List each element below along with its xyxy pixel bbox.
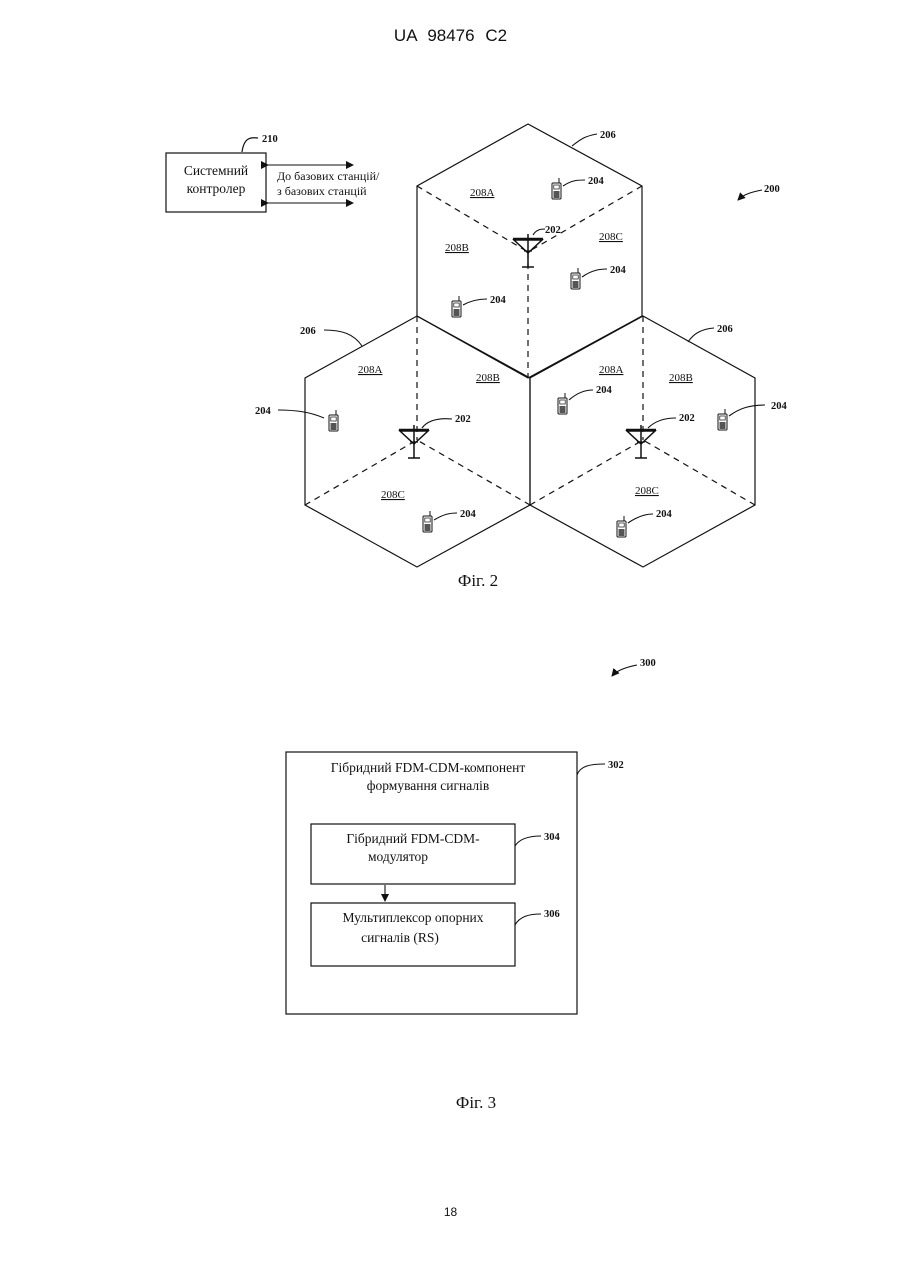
page-number: 18	[0, 1205, 901, 1219]
ref-204: 204	[771, 401, 788, 412]
figure-2: Системний контролер 210 До базових станц…	[166, 124, 788, 590]
ref-204: 204	[596, 385, 613, 396]
mobile-terminal-icon	[558, 393, 567, 414]
leader-line	[434, 513, 457, 520]
leader-line	[648, 418, 676, 428]
leader-line	[422, 419, 452, 428]
mobile-terminal-icon	[423, 511, 432, 532]
ref-206: 206	[300, 326, 316, 337]
leader-line	[628, 514, 653, 523]
ref-202: 202	[545, 225, 561, 236]
sector-label: 208A	[470, 187, 495, 199]
figure-2-caption: Фіг. 2	[458, 571, 498, 590]
leader-line	[582, 269, 607, 277]
ref-206: 206	[717, 324, 733, 335]
system-controller-line2: контролер	[187, 181, 246, 196]
ref-204: 204	[656, 509, 673, 520]
figure-3: 300 Гібридний FDM-CDM-компонент формуван…	[286, 658, 656, 1112]
ref-204: 204	[490, 295, 507, 306]
leader-line	[577, 764, 605, 775]
mobile-terminal-icon	[571, 268, 580, 289]
base-station-tower-icon	[513, 234, 543, 267]
ref-304: 304	[544, 832, 561, 843]
leader-line	[515, 836, 541, 846]
link-label-line2: з базових станцій	[277, 184, 367, 198]
sector-label: 208B	[476, 372, 500, 384]
sector-label: 208B	[669, 372, 693, 384]
leader-line	[572, 134, 597, 146]
leader-line	[688, 328, 714, 342]
leader-line	[324, 330, 362, 346]
leader-line	[569, 390, 593, 400]
ref-306: 306	[544, 909, 560, 920]
mobile-terminal-icon	[329, 410, 338, 431]
leader-line	[729, 405, 765, 416]
figure-3-caption: Фіг. 3	[456, 1093, 496, 1112]
mobile-terminal-icon	[617, 516, 626, 537]
mobile-terminal-icon	[452, 296, 461, 317]
ref-202: 202	[455, 414, 471, 425]
ref-204: 204	[588, 176, 605, 187]
ref-300: 300	[640, 658, 656, 669]
sector-label: 208A	[358, 364, 383, 376]
ref-202: 202	[679, 413, 695, 424]
ref-302: 302	[608, 760, 624, 771]
leader-line	[463, 299, 487, 305]
leader-line	[533, 229, 545, 235]
base-station-tower-icon	[399, 425, 429, 458]
leader-line	[278, 410, 324, 418]
ref-200: 200	[764, 184, 780, 195]
sector-label: 208B	[445, 242, 469, 254]
leader-line	[515, 914, 541, 925]
multiplexer-line1: Мультиплексор опорних	[342, 910, 483, 925]
leader-line	[563, 180, 585, 186]
multiplexer-line2: сигналів (RS)	[361, 930, 439, 945]
modulator-line2: модулятор	[368, 849, 428, 864]
sector-label: 208C	[635, 485, 659, 497]
leader-arrow	[738, 190, 762, 200]
system-controller-line1: Системний	[184, 163, 248, 178]
sector-label: 208C	[599, 231, 623, 243]
leader-line	[242, 138, 258, 152]
ref-210: 210	[262, 134, 278, 145]
mobile-terminal-icon	[552, 178, 561, 199]
ref-206: 206	[600, 130, 616, 141]
outer-box-line1: Гібридний FDM-CDM-компонент	[331, 760, 526, 775]
modulator-line1: Гібридний FDM-CDM-	[346, 831, 480, 846]
ref-204: 204	[610, 265, 627, 276]
outer-box-line2: формування сигналів	[367, 778, 490, 793]
sector-label: 208C	[381, 489, 405, 501]
ref-204: 204	[460, 509, 477, 520]
base-station-tower-icon	[626, 425, 656, 458]
link-label-line1: До базових станцій/	[277, 169, 380, 183]
mobile-terminal-icon	[718, 409, 727, 430]
ref-204: 204	[255, 406, 272, 417]
sector-label: 208A	[599, 364, 624, 376]
leader-arrow	[612, 665, 637, 676]
